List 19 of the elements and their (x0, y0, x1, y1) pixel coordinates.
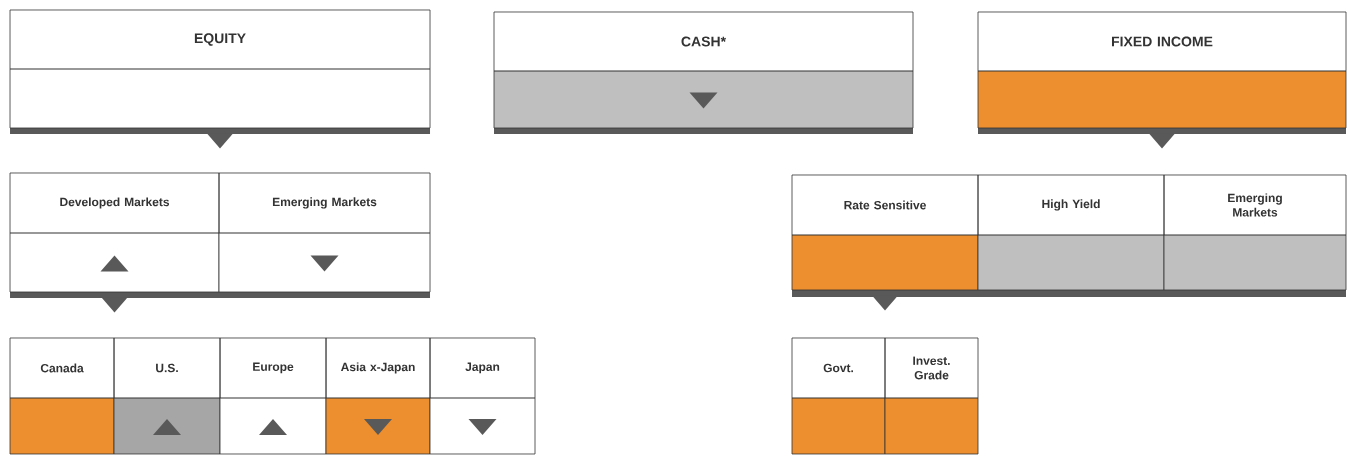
table-cell: Emerging Markets (218, 172, 431, 293)
table-cell: Emerging Markets (1163, 174, 1347, 291)
table-cell: High Yield (977, 174, 1165, 291)
table-cell: Canada (9, 337, 115, 455)
table-cell: Govt. (791, 337, 886, 455)
pointer-arrow (872, 295, 898, 311)
table-cell: U.S. (113, 337, 221, 455)
table-cell: Asia x-Japan (325, 337, 431, 455)
table-cell: EQUITY (9, 9, 431, 129)
pointer-arrow (207, 133, 233, 149)
pointer-arrow (1149, 133, 1175, 149)
table-cell: Europe (219, 337, 327, 455)
table-cell: Invest. Grade (884, 337, 979, 455)
pointer-arrow (101, 297, 128, 313)
table-cell: Japan (429, 337, 536, 455)
table-cell: Rate Sensitive (791, 174, 979, 291)
table-cell: Developed Markets (9, 172, 220, 293)
table-cell: FIXED INCOME (977, 11, 1347, 129)
table-cell: CASH* (493, 11, 914, 129)
